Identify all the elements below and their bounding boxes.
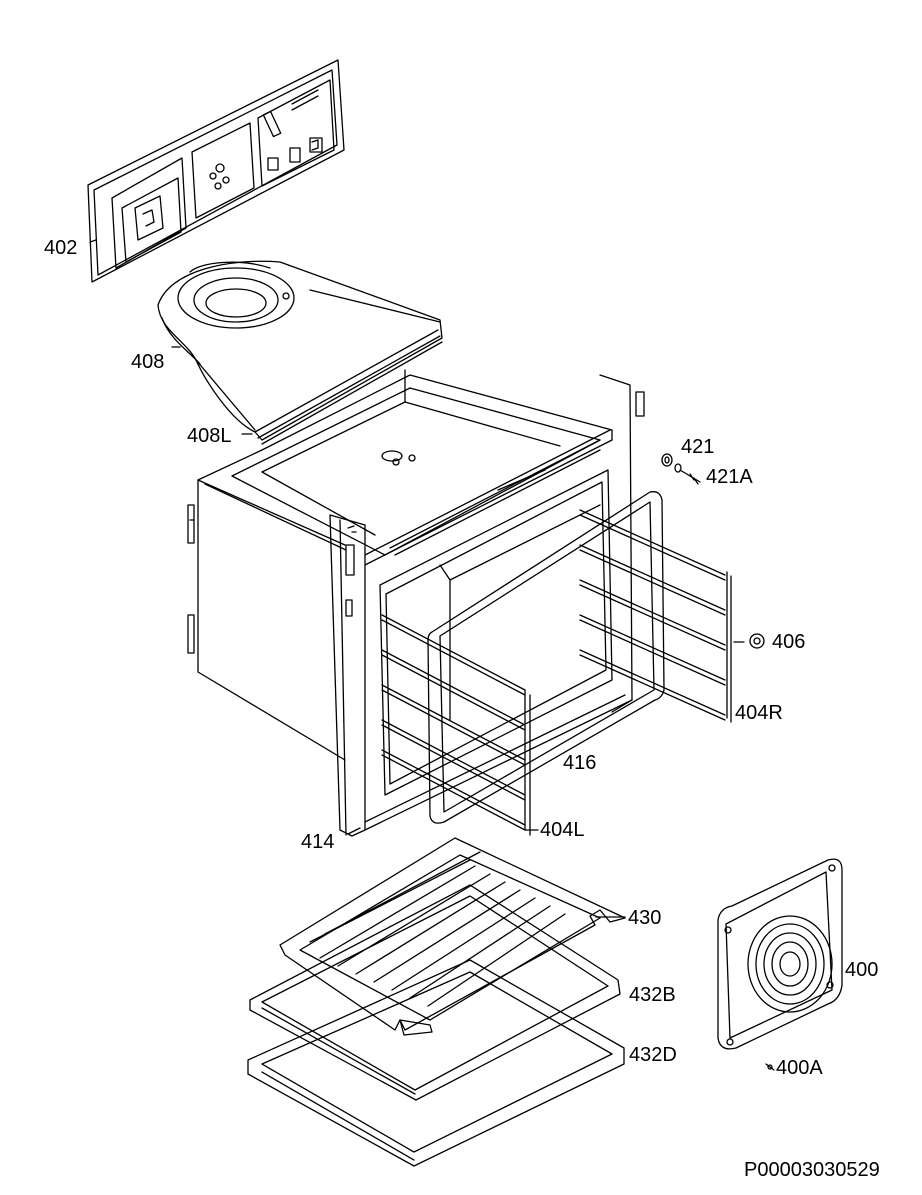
label-404R: 404R [735,702,783,724]
label-408L: 408L [187,425,232,447]
leader-lines [348,828,625,917]
oven-cavity-part [188,370,644,836]
label-414: 414 [301,831,335,853]
control-panel-part [88,60,344,282]
label-430: 430 [628,907,662,929]
label-416: 416 [563,752,597,774]
label-421A: 421A [706,466,753,488]
label-432B: 432B [629,984,676,1006]
label-406: 406 [772,631,806,653]
fan-cover-part [718,859,842,1049]
top-duct-part [158,261,442,444]
document-id: P00003030529 [744,1159,880,1181]
baking-tray-part [250,885,620,1100]
label-404L: 404L [540,819,585,841]
label-408: 408 [131,351,165,373]
label-421: 421 [681,436,715,458]
door-seal-part [428,492,664,823]
shelf-runners-part [382,510,731,835]
label-402: 402 [44,237,78,259]
label-400A: 400A [776,1057,823,1079]
deep-tray-part [248,960,624,1166]
label-400: 400 [845,959,879,981]
screw-part [662,454,700,484]
fan-screw-part [766,1064,774,1070]
nut-part [734,634,764,648]
label-432D: 432D [629,1044,677,1066]
